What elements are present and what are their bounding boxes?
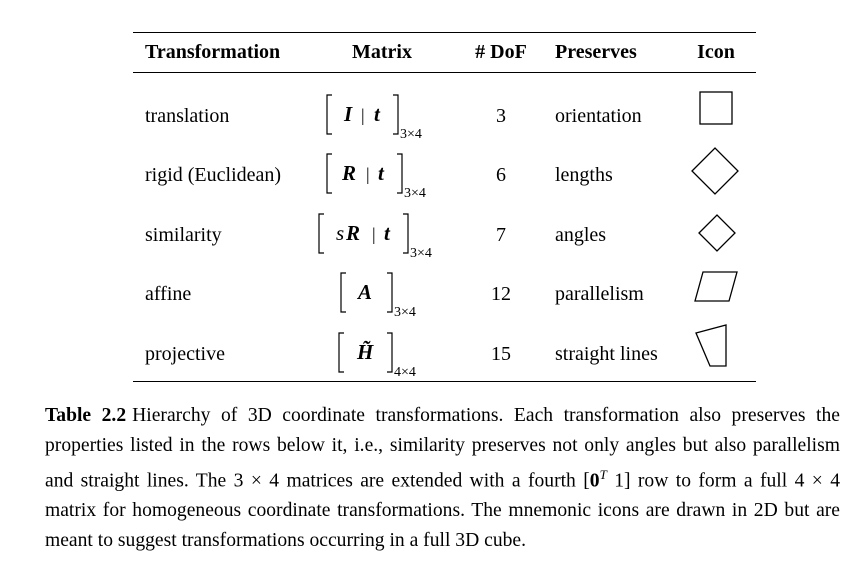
row-projective-name: projective — [145, 343, 225, 365]
matrix-symbol-t: t — [378, 161, 385, 185]
left-bracket — [338, 332, 344, 373]
matrix-symbol-t: t — [374, 102, 381, 126]
parallelogram-icon — [694, 271, 738, 302]
trapezoid-icon — [695, 324, 727, 367]
row-translation-name: translation — [145, 105, 230, 127]
right-bracket — [397, 153, 403, 194]
row-similarity-matrix: s R | t 3×4 — [314, 211, 464, 271]
right-bracket — [387, 272, 393, 313]
row-translation-matrix: I | t 3×4 — [322, 92, 472, 152]
caption-row-sup: T — [599, 467, 607, 482]
row-affine-dof: 12 — [491, 283, 511, 305]
matrix-symbol: A — [356, 280, 372, 304]
matrix-symbol: R — [345, 221, 360, 245]
table-top-rule — [133, 32, 756, 33]
row-translation-preserves: orientation — [555, 105, 642, 127]
table-header-rule — [133, 72, 756, 73]
caption-label: Table 2.2 — [45, 405, 127, 426]
row-rigid-dof: 6 — [496, 164, 506, 186]
row-rigid-preserves: lengths — [555, 164, 613, 186]
row-translation-dof: 3 — [496, 105, 506, 127]
left-bracket — [326, 94, 332, 135]
matrix-separator: | — [366, 164, 370, 184]
row-projective-matrix: H̃ 4×4 — [334, 330, 484, 390]
matrix-separator: | — [361, 105, 365, 125]
matrix-size: 4×4 — [394, 365, 416, 380]
right-bracket — [387, 332, 393, 373]
matrix-size: 3×4 — [400, 127, 422, 142]
row-affine-name: affine — [145, 283, 192, 305]
right-bracket — [403, 213, 409, 254]
header-dof: # DoF — [475, 41, 527, 63]
matrix-symbol-t: t — [384, 221, 391, 245]
matrix-size: 3×4 — [404, 186, 426, 201]
row-rigid-matrix: R | t 3×4 — [322, 151, 472, 211]
caption-row-zero: 0 — [589, 470, 600, 492]
square-icon — [699, 91, 733, 125]
caption-row-open: [ — [583, 470, 590, 492]
matrix-scalar: s — [336, 221, 344, 245]
matrix-size: 3×4 — [410, 246, 432, 261]
header-transformation: Transformation — [145, 41, 281, 63]
rotated-square-icon — [691, 147, 739, 195]
caption-text-part2: row to form a full 4 × 4 matrix for homo… — [45, 470, 840, 551]
header-preserves: Preserves — [555, 41, 637, 63]
row-projective-preserves: straight lines — [555, 343, 658, 365]
matrix-separator: | — [372, 224, 376, 244]
small-rotated-square-icon — [698, 214, 736, 252]
right-bracket — [393, 94, 399, 135]
caption-text-part1: Hierarchy of 3D coordinate transformatio… — [45, 405, 840, 492]
header-icon: Icon — [697, 41, 735, 63]
matrix-symbol: R — [341, 161, 356, 185]
left-bracket — [340, 272, 346, 313]
row-affine-matrix: A 3×4 — [336, 270, 486, 330]
row-affine-preserves: parallelism — [555, 283, 644, 305]
caption-row-one: 1 — [606, 470, 624, 492]
table-bottom-rule — [133, 381, 756, 382]
matrix-size: 3×4 — [394, 305, 416, 320]
row-similarity-name: similarity — [145, 224, 222, 246]
row-similarity-preserves: angles — [555, 224, 607, 246]
header-matrix: Matrix — [352, 41, 412, 63]
matrix-symbol: I — [343, 102, 353, 126]
left-bracket — [318, 213, 324, 254]
matrix-symbol: H̃ — [356, 340, 374, 364]
row-similarity-dof: 7 — [496, 224, 506, 246]
caption-row-close: ] — [623, 470, 631, 492]
left-bracket — [326, 153, 332, 194]
row-projective-dof: 15 — [491, 343, 511, 365]
row-rigid-name: rigid (Euclidean) — [145, 164, 282, 186]
